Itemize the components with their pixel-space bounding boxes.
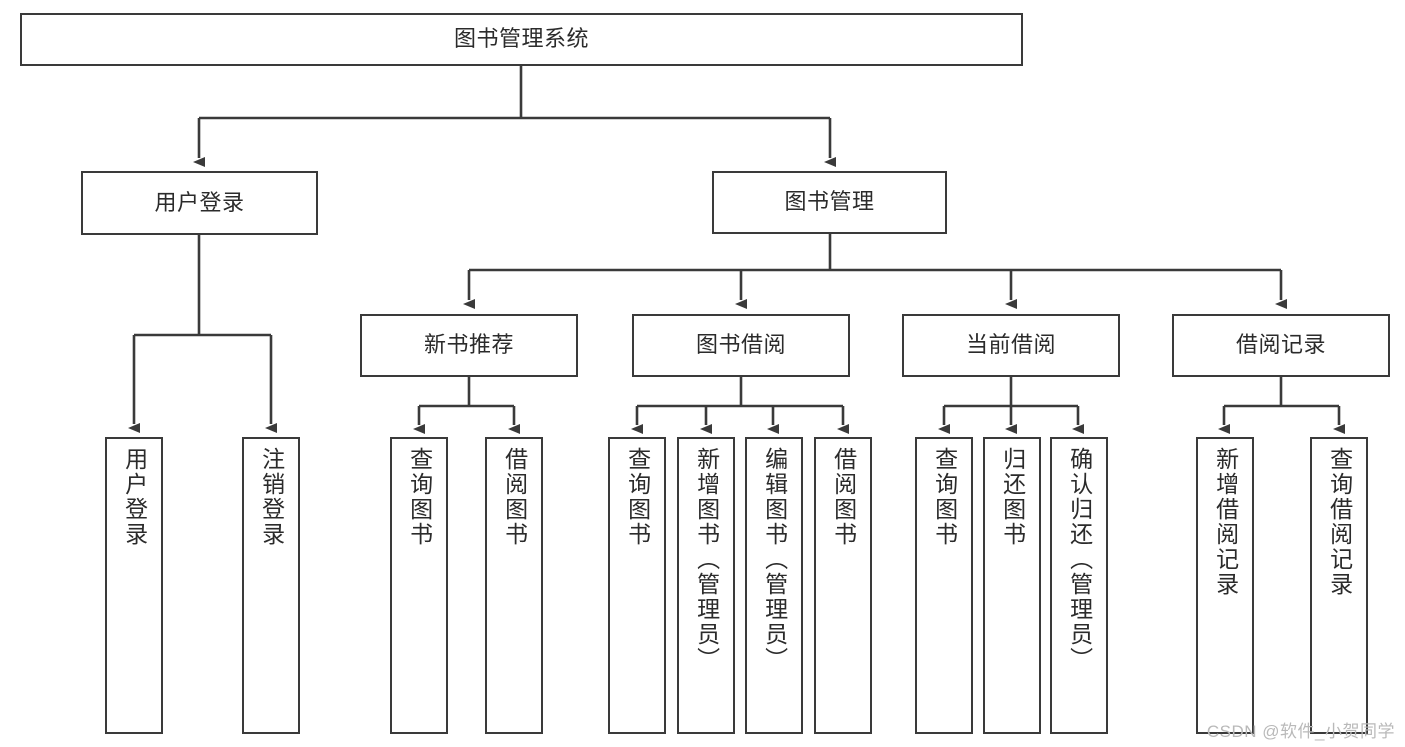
node-label: 用户登录 [154,189,245,215]
leaf-current-borrow-return[interactable]: 归还图书 [983,437,1041,734]
leaf-book-borrow-borrow[interactable]: 借阅图书 [814,437,872,734]
node-label: 图书管理系统 [453,26,589,52]
node-label: 借阅记录 [1235,332,1326,358]
node-book-management[interactable]: 图书管理 [712,171,947,234]
node-label: 借阅图书 [501,447,528,547]
node-label: 查询借阅记录 [1326,447,1353,597]
node-borrow-record[interactable]: 借阅记录 [1172,314,1390,377]
node-current-borrow[interactable]: 当前借阅 [902,314,1120,377]
node-label: 编辑图书（管理员） [761,447,788,672]
node-label: 图书借阅 [695,332,786,358]
node-label: 当前借阅 [965,332,1056,358]
node-label: 新增借阅记录 [1212,447,1239,597]
leaf-book-borrow-edit[interactable]: 编辑图书（管理员） [745,437,803,734]
leaf-borrow-record-add[interactable]: 新增借阅记录 [1196,437,1254,734]
node-label: 确认归还（管理员） [1066,447,1093,672]
node-label: 借阅图书 [830,447,857,547]
csdn-watermark: CSDN @软件_小贺同学 [1206,722,1395,741]
node-label: 图书管理 [784,189,875,215]
leaf-current-borrow-confirm-return[interactable]: 确认归还（管理员） [1050,437,1108,734]
node-root-book-management-system[interactable]: 图书管理系统 [20,13,1023,66]
leaf-book-borrow-add[interactable]: 新增图书（管理员） [677,437,735,734]
node-label: 查询图书 [931,447,958,547]
leaf-new-book-borrow[interactable]: 借阅图书 [485,437,543,734]
leaf-book-borrow-query[interactable]: 查询图书 [608,437,666,734]
node-label: 查询图书 [406,447,433,547]
node-label: 用户登录 [121,447,148,547]
node-label: 新书推荐 [423,332,514,358]
node-new-book-recommend[interactable]: 新书推荐 [360,314,578,377]
node-label: 新增图书（管理员） [693,447,720,672]
leaf-new-book-query[interactable]: 查询图书 [390,437,448,734]
node-label: 注销登录 [258,447,285,547]
node-label: 归还图书 [999,447,1026,547]
node-book-borrow[interactable]: 图书借阅 [632,314,850,377]
leaf-current-borrow-query[interactable]: 查询图书 [915,437,973,734]
node-user-login[interactable]: 用户登录 [81,171,318,235]
leaf-user-login-login[interactable]: 用户登录 [105,437,163,734]
node-label: 查询图书 [624,447,651,547]
leaf-borrow-record-query[interactable]: 查询借阅记录 [1310,437,1368,734]
leaf-user-login-logout[interactable]: 注销登录 [242,437,300,734]
